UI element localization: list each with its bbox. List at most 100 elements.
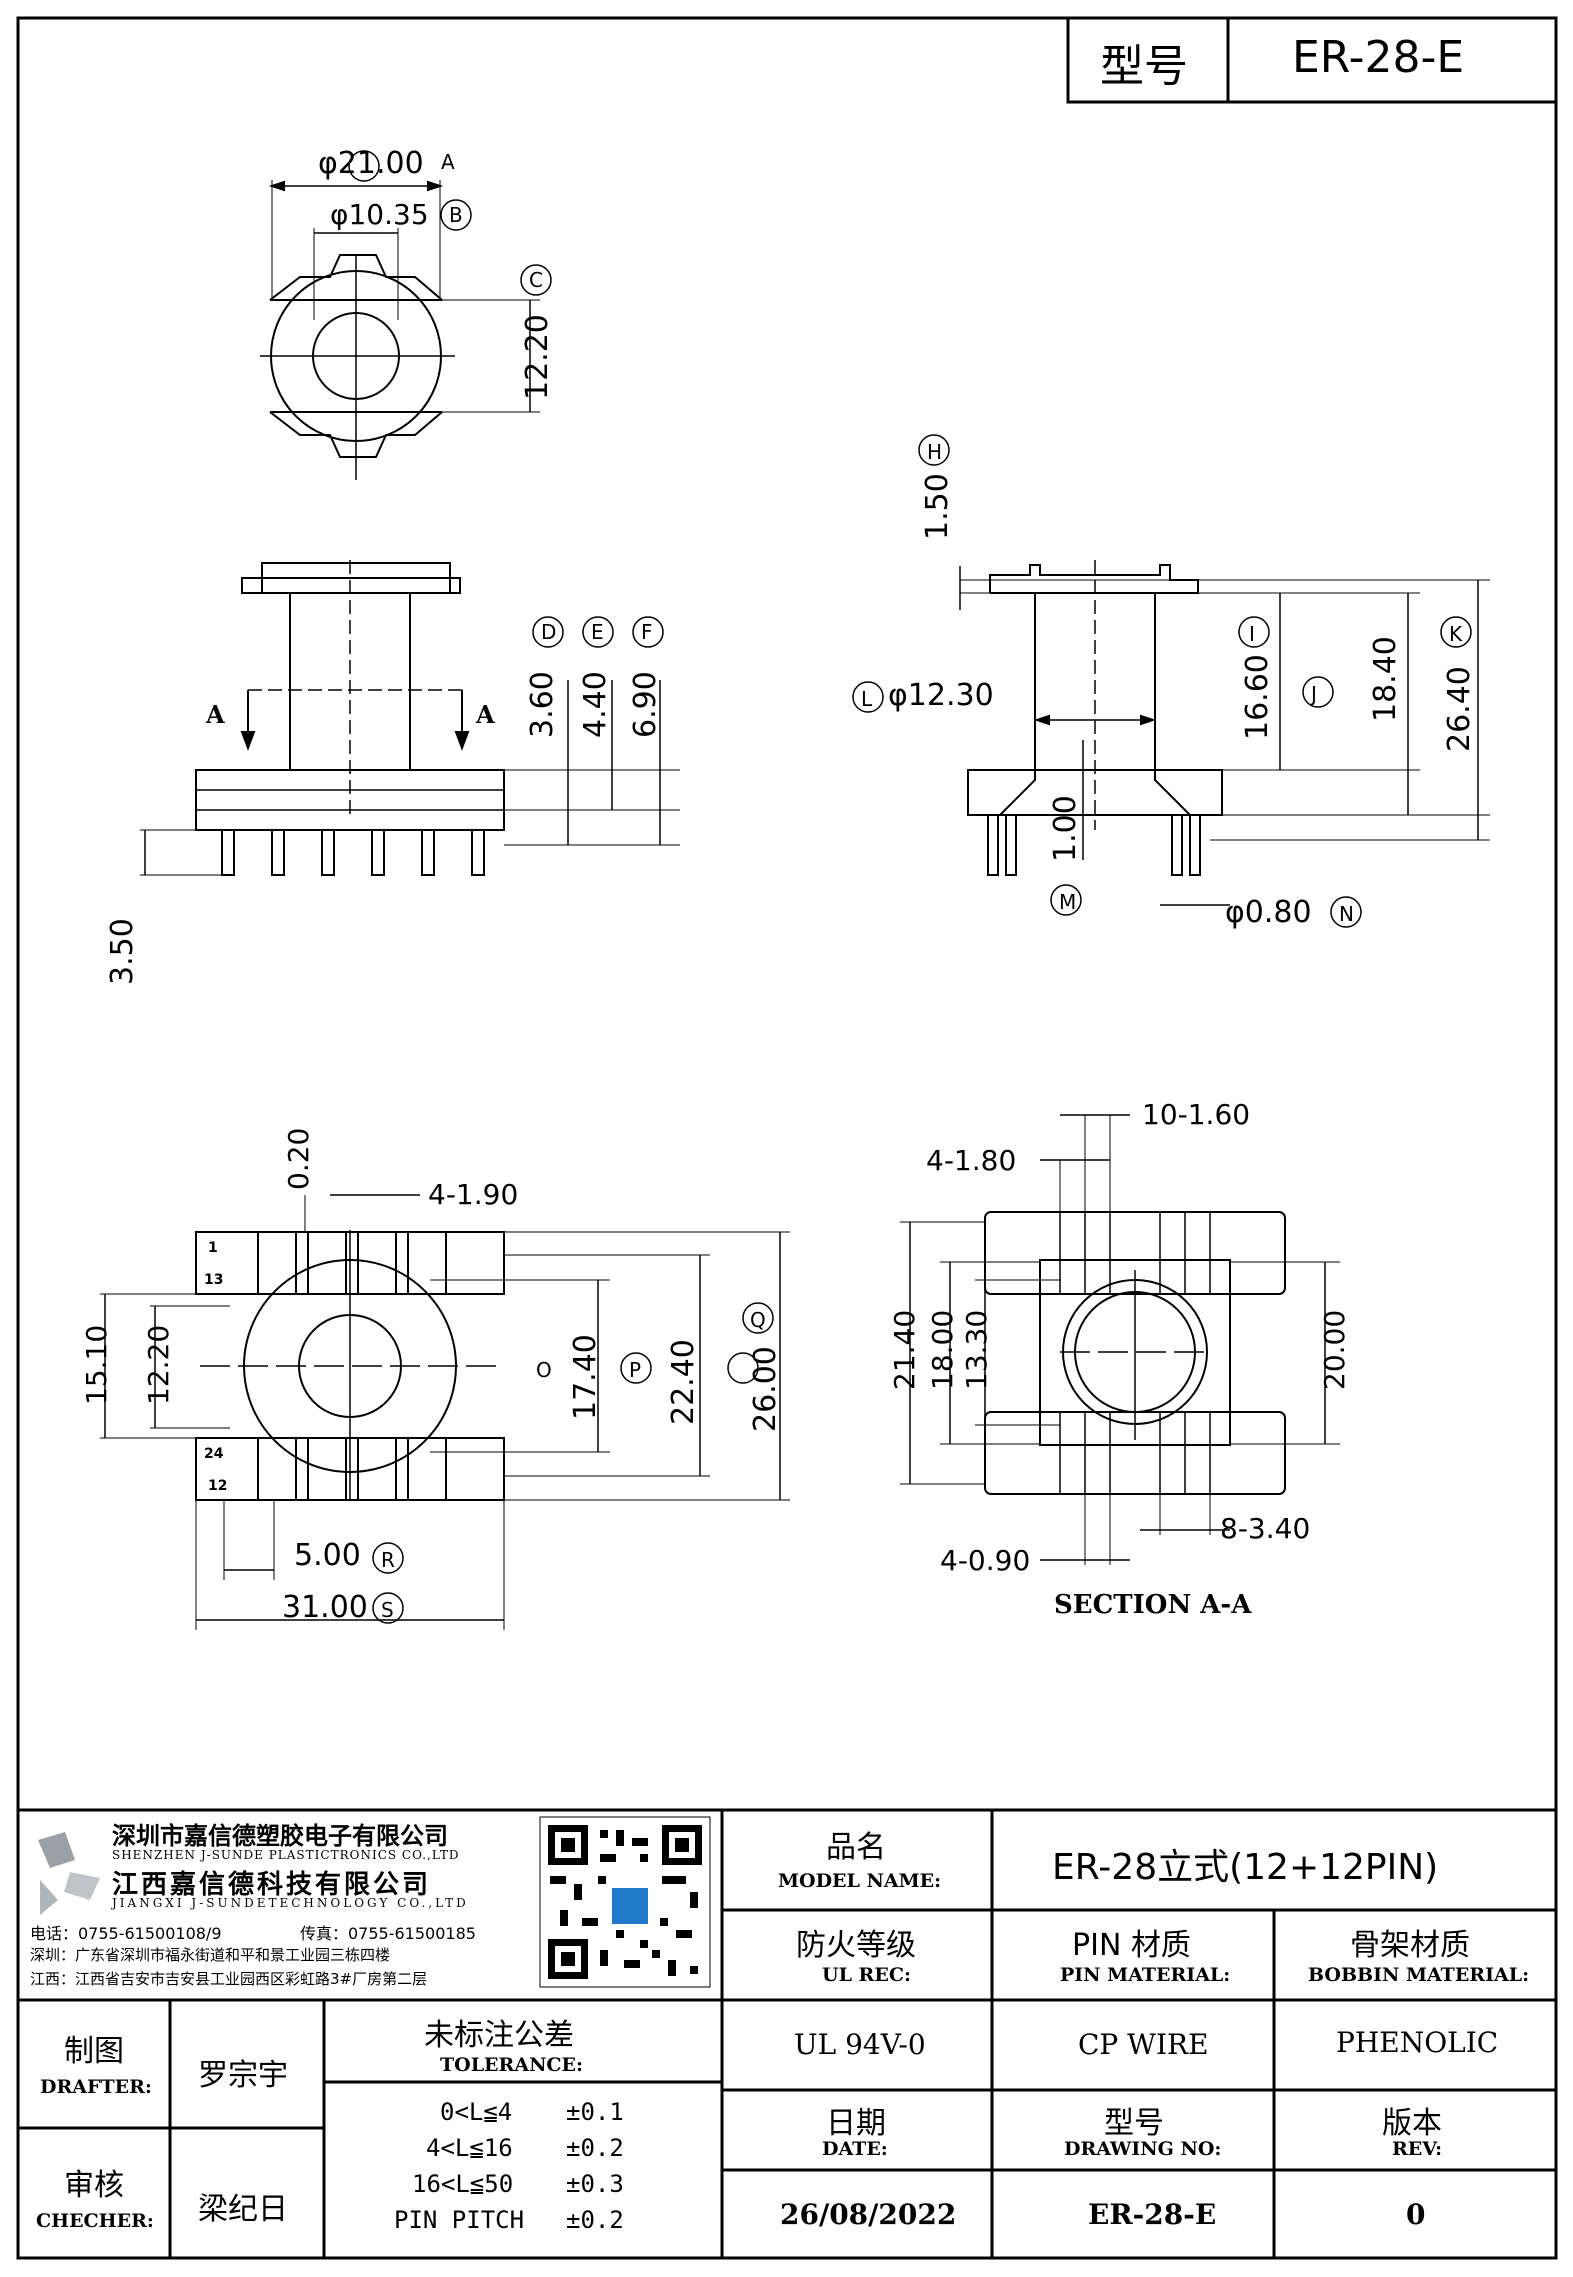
tolerance-value-1: ±0.1 <box>566 2098 624 2126</box>
checker-label-cn: 审核 <box>64 2168 124 2203</box>
tolerance-range-1: 0<L≦4 <box>440 2098 513 2126</box>
dim-r: 5.00 <box>294 1538 361 1573</box>
date-label-en: DATE: <box>822 2138 888 2160</box>
model-name-label-en: MODEL NAME: <box>778 1870 942 1892</box>
company-name-sz-en: SHENZHEN J-SUNDE PLASTICTRONICS CO.,LTD <box>112 1848 460 1862</box>
dim-tag-f: F <box>641 620 653 644</box>
ul-label-en: UL REC: <box>822 1964 911 1986</box>
dim-l: φ12.30 <box>888 678 994 713</box>
date-value: 26/08/2022 <box>780 2198 957 2231</box>
company-name-sz: 深圳市嘉信德塑胶电子有限公司 <box>112 1822 448 1850</box>
tolerance-label-cn: 未标注公差 <box>424 2018 574 2053</box>
tolerance-value-4: ±0.2 <box>566 2206 624 2234</box>
pin-material-label-cn: PIN 材质 <box>1072 1928 1191 1963</box>
bobbin-material-value: PHENOLIC <box>1336 2026 1499 2059</box>
dim-tag-a: A <box>441 150 455 174</box>
title-block-grid <box>18 1808 1556 2258</box>
dim-18-00: 18.00 <box>926 1309 959 1390</box>
header-model-label: 型号 <box>1100 41 1188 92</box>
section-title: SECTION A-A <box>1054 1590 1252 1620</box>
dim-tag-k: K <box>1449 622 1463 646</box>
header-box <box>1066 16 1558 104</box>
pin-material-label-en: PIN MATERIAL: <box>1060 1964 1231 1986</box>
front-view <box>140 560 680 876</box>
drafter-label-cn: 制图 <box>64 2034 124 2069</box>
drawing-no-label-cn: 型号 <box>1104 2106 1164 2141</box>
dim-q: 26.00 <box>748 1346 783 1432</box>
drawing-no-label-en: DRAWING NO: <box>1064 2138 1222 2160</box>
company-logo <box>38 1832 100 1915</box>
dim-j: 18.40 <box>1368 636 1403 722</box>
dim-o: 17.40 <box>568 1334 603 1420</box>
dim-tag-j: J <box>1311 682 1317 706</box>
pin-label-13: 13 <box>204 1272 224 1288</box>
tolerance-range-4: PIN PITCH <box>394 2206 525 2234</box>
pin-material-value: CP WIRE <box>1078 2028 1209 2061</box>
dim-slot-4b: 4-0.90 <box>940 1544 1031 1577</box>
pin-label-12: 12 <box>208 1478 228 1494</box>
dim-21-40: 21.40 <box>888 1309 921 1390</box>
dim-tag-r: R <box>381 1548 395 1572</box>
company-name-jx-en: JIANGXI J-SUNDETECHNOLOGY CO.,LTD <box>112 1896 469 1910</box>
top-view <box>260 150 552 480</box>
ul-value: UL 94V-0 <box>794 2028 926 2061</box>
bobbin-material-label-cn: 骨架材质 <box>1350 1928 1470 1963</box>
dim-s: 31.00 <box>282 1590 368 1625</box>
dim-n: φ0.80 <box>1225 895 1312 930</box>
dim-f: 6.90 <box>628 671 663 738</box>
tolerance-value-3: ±0.3 <box>566 2170 624 2198</box>
dim-tag-h: H <box>927 440 943 464</box>
dim-e: 4.40 <box>578 671 613 738</box>
dim-tag-n: N <box>1339 902 1354 926</box>
dim-h: 1.50 <box>920 473 955 540</box>
dim-tag-d: D <box>541 620 557 644</box>
dim-tag-s: S <box>381 1598 394 1622</box>
dim-slot-10: 10-1.60 <box>1142 1098 1251 1131</box>
company-name-jx: 江西嘉信德科技有限公司 <box>112 1870 432 1900</box>
bottom-view <box>100 1194 790 1630</box>
dim-15-10: 15.10 <box>80 1324 113 1405</box>
dim-i: 16.60 <box>1240 654 1275 740</box>
dim-tag-i: I <box>1249 622 1255 646</box>
dim-tag-l: L <box>861 687 873 711</box>
section-mark-left: A <box>206 700 225 729</box>
dim-pin-length: 3.50 <box>105 918 140 985</box>
section-mark-right: A <box>476 700 495 729</box>
bobbin-material-label-en: BOBBIN MATERIAL: <box>1308 1964 1530 1986</box>
tolerance-range-2: 4<L≦16 <box>426 2134 513 2162</box>
rev-label-cn: 版本 <box>1382 2106 1442 2141</box>
company-address-jx: 江西：江西省吉安市吉安县工业园西区彩虹路3#厂房第二层 <box>30 1970 428 1988</box>
rev-value: 0 <box>1406 2198 1426 2231</box>
model-name-value: ER-28立式(12+12PIN) <box>1052 1847 1439 1888</box>
dim-tag-b: B <box>449 203 463 227</box>
drafter-label-en: DRAFTER: <box>40 2076 152 2098</box>
dim-height: 12.20 <box>520 314 555 400</box>
model-name-label-cn: 品名 <box>826 1830 886 1865</box>
dim-tag-m: M <box>1059 890 1077 914</box>
dim-inner-diameter: φ10.35 <box>330 198 429 231</box>
dim-12-20: 12.20 <box>142 1324 175 1405</box>
tolerance-value-2: ±0.2 <box>566 2134 624 2162</box>
header-model-value: ER-28-E <box>1292 32 1465 83</box>
dim-m: 1.00 <box>1048 795 1083 862</box>
dim-13-30: 13.30 <box>960 1309 993 1390</box>
dim-tag-c: C <box>529 268 543 292</box>
dim-20-00: 20.00 <box>1318 1309 1351 1390</box>
dim-tag-p: P <box>629 1358 642 1382</box>
dim-k: 26.40 <box>1442 666 1477 752</box>
section-view <box>900 1114 1340 1565</box>
side-view <box>852 434 1490 928</box>
checker-label-en: CHECHER: <box>36 2210 154 2232</box>
tolerance-range-3: 16<L≦50 <box>412 2170 514 2198</box>
dim-pin-width: 4-1.90 <box>428 1178 519 1211</box>
drafter-value: 罗宗宇 <box>198 2058 288 2093</box>
dim-gap: 0.20 <box>282 1127 315 1190</box>
drawing-no-value: ER-28-E <box>1088 2198 1217 2231</box>
dim-tag-o: O <box>536 1358 552 1382</box>
checker-value: 梁纪日 <box>198 2192 288 2227</box>
pin-label-1: 1 <box>208 1240 218 1256</box>
dim-slot-8: 8-3.40 <box>1220 1512 1311 1545</box>
company-tel: 电话：0755-61500108/9 <box>30 1924 222 1943</box>
pin-label-24: 24 <box>204 1446 224 1462</box>
